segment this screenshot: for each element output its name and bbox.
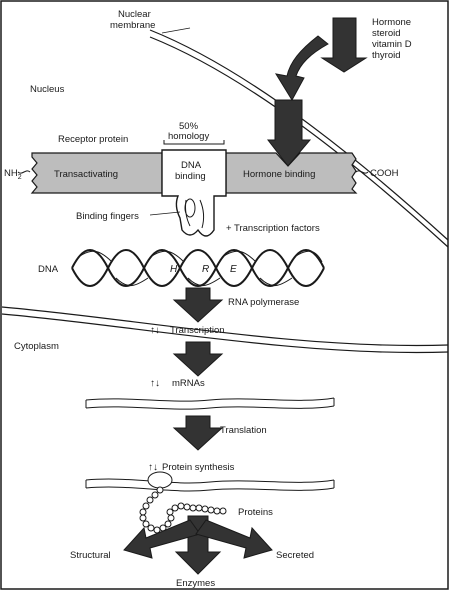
homology-percent: 50% [179,121,199,132]
hormone-entry-arrow [320,17,368,73]
cooh-tail [355,170,369,174]
output-arrow-left [123,519,201,559]
nucleus-label: Nucleus [30,84,65,95]
secreted-label: Secreted [276,550,314,561]
receptor-protein-label: Receptor protein [58,134,128,145]
binding-fingers-label: Binding fingers [76,211,139,222]
hormone-binding-domain [225,152,358,194]
binding-finger-loop [184,198,196,218]
mrnas-updown-icon: ↑↓ [150,378,160,389]
hre-e-label: E [230,264,237,275]
cytoplasm-label: Cytoplasm [14,341,59,352]
ribosome [147,471,173,489]
protein-synthesis-updown-icon: ↑↓ [148,462,158,473]
dna-binding-domain [161,149,227,237]
nuclear-membrane-top [149,29,449,248]
mrnas-label: mRNAs [172,378,205,389]
polypeptide-chain [139,486,227,534]
hormone-curved-arrow [274,35,329,101]
nh2-tail [17,170,31,174]
dna-double-helix [71,249,325,287]
dna-binding-label-2: binding [175,171,206,182]
output-arrow-right [195,519,273,559]
nuclear-membrane-leader [161,27,191,34]
transcription-updown-icon: ↑↓ [150,325,160,336]
hre-r-label: R [202,264,209,275]
dna-helix-backbone [79,250,323,286]
transcription-factors-label: + Transcription factors [226,223,320,234]
hormone-label-4: thyroid [372,50,401,61]
translation-label: Translation [220,425,267,436]
transactivating-label: Transactivating [54,169,118,180]
dna-label: DNA [38,264,59,275]
nuclear-membrane-bottom [1,306,449,354]
rna-polymerase-label: RNA polymerase [228,297,299,308]
hormone-label-1: Hormone [372,17,411,28]
hre-h-label: H [170,264,178,275]
transcription-label: Transcription [170,325,225,336]
protein-synthesis-label: Protein synthesis [162,462,235,473]
rna-polymerase-arrow [172,287,224,323]
structural-label: Structural [70,550,111,561]
mrna-strand-translation [85,478,335,492]
homology-label: homology [168,131,209,142]
cooh-label: COOH [370,168,399,179]
transcription-arrow [172,341,224,377]
binding-fingers-leader [149,211,181,216]
mrna-strand [85,397,335,410]
nuclear-membrane-label-1: Nuclear [118,9,151,20]
dna-binding-label-1: DNA [181,160,202,171]
hormone-label-2: steroid [372,28,401,39]
binding-finger-right [199,199,205,229]
hormone-binding-label: Hormone binding [243,169,315,180]
proteins-label: Proteins [238,507,273,518]
homology-bracket [163,140,225,145]
nh2-label: NH2 [4,168,22,181]
enzymes-label: Enzymes [176,578,215,589]
nuclear-membrane-label-2: membrane [110,20,155,31]
translation-arrow [172,415,224,451]
hormone-label-3: vitamin D [372,39,412,50]
hormone-ligand-block [266,99,312,167]
